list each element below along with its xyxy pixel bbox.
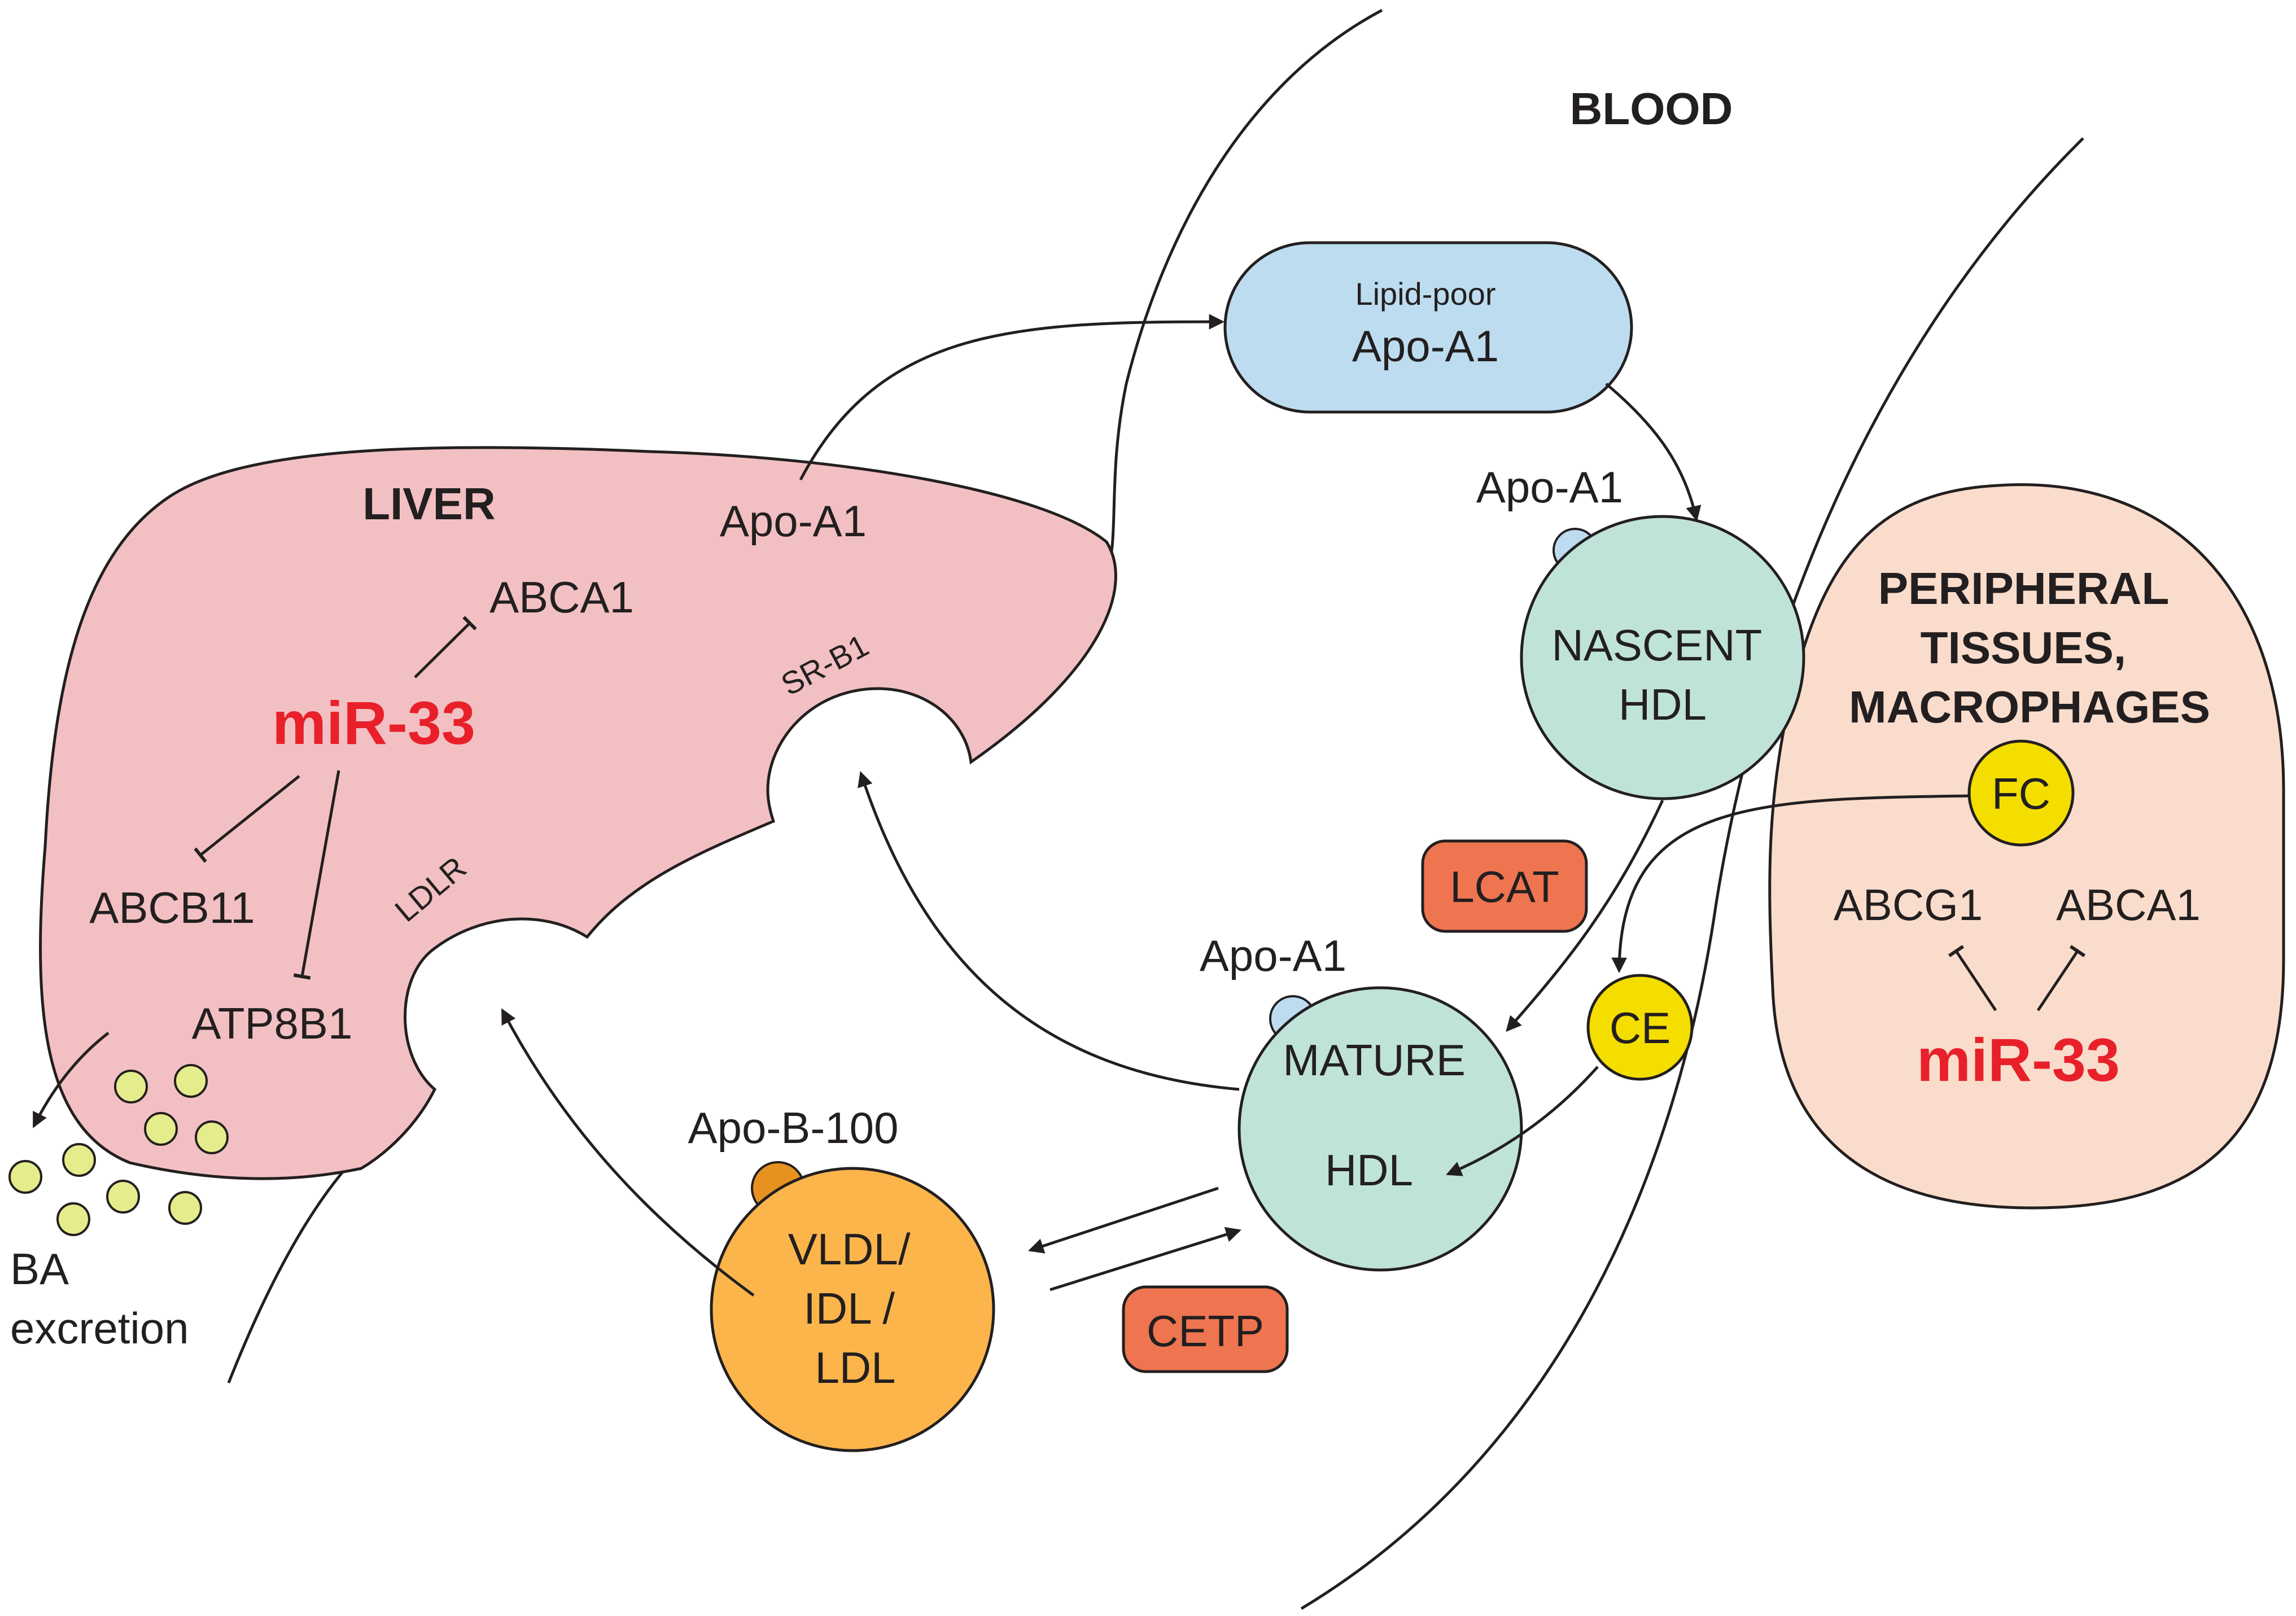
peripheral-label-line: TISSUES,	[1921, 623, 2127, 673]
abcg1-label: ABCG1	[1834, 880, 1983, 930]
arrow-lipid-poor-to-nascent-hdl	[1605, 383, 1702, 522]
lipid-poor-apo-a1-shape	[1223, 241, 1633, 414]
arrow-liver-apo-a1-to-lipid-poor	[799, 314, 1225, 481]
mature-hdl-label: MATURE HDL	[1283, 1035, 1477, 1195]
bile-acid-dot	[8, 1160, 42, 1194]
arrow-mature-hdl-to-vldl	[1028, 1186, 1219, 1254]
vldl-idl-ldl-shape	[710, 1167, 995, 1452]
peripheral-abca1-label: ABCA1	[2056, 880, 2201, 930]
cholesteryl-ester-shape	[1586, 974, 1694, 1081]
peripheral-label-line: PERIPHERAL	[1878, 563, 2168, 614]
vldl-line: LDL	[815, 1343, 895, 1392]
liver-apo-a1-label: Apo-A1	[720, 496, 867, 546]
apo-b100-label: Apo-B-100	[688, 1103, 899, 1153]
mature-apo-a1-label: Apo-A1	[1200, 931, 1346, 980]
cetp-enzyme-box	[1122, 1285, 1289, 1373]
inhibit-mir33-abca1-peripheral	[2036, 945, 2086, 1011]
bile-acid-dot	[56, 1202, 90, 1236]
blood-peripheral-boundary-line	[1300, 137, 2084, 1610]
vldl-line: IDL /	[803, 1284, 895, 1333]
liver-shape	[39, 446, 1117, 1180]
liver-blood-boundary-line	[1104, 8, 1383, 577]
blood-label: BLOOD	[1570, 84, 1733, 134]
bile-acid-dots	[8, 1064, 229, 1236]
nascent-hdl-shape	[1520, 515, 1805, 800]
nascent-apo-a1-label: Apo-A1	[1476, 462, 1623, 512]
liver-lower-boundary-line	[227, 1150, 362, 1383]
ba-excretion-line: excretion	[10, 1303, 189, 1353]
arrow-fc-to-ce	[1611, 794, 1971, 974]
inhibit-mir33-abcg1	[1948, 945, 1997, 1011]
mature-hdl-line: MATURE	[1283, 1035, 1466, 1085]
bile-acid-dot	[106, 1180, 140, 1214]
peripheral-mir33-label: miR-33	[1917, 1026, 2120, 1094]
lipid-poor-small-label: Lipid-poor	[1355, 276, 1495, 312]
free-cholesterol-shape	[1967, 739, 2075, 847]
liver-label: LIVER	[362, 479, 496, 529]
arrow-ba-excretion	[32, 1032, 110, 1128]
bile-acid-dot	[174, 1064, 208, 1098]
inhibit-mir33-abca1-liver	[414, 616, 477, 678]
arrow-nascent-to-mature-hdl	[1506, 799, 1664, 1032]
mature-hdl-shape	[1237, 986, 1523, 1272]
bile-acid-dot	[195, 1120, 229, 1154]
atp8b1-label: ATP8B1	[192, 998, 353, 1048]
peripheral-label: PERIPHERAL TISSUES, MACROPHAGES	[1849, 563, 2210, 732]
lcat-enzyme-box	[1421, 839, 1588, 933]
cetp-label: CETP	[1147, 1306, 1264, 1356]
bile-acid-dot	[168, 1191, 202, 1225]
fc-label: FC	[1992, 769, 2050, 818]
inhibit-mir33-atp8b1	[293, 770, 340, 980]
lcat-label: LCAT	[1450, 862, 1559, 912]
arrow-mature-hdl-to-sr-b1	[858, 771, 1240, 1091]
lipid-poor-apo-a1-label: Apo-A1	[1352, 321, 1499, 371]
bile-acid-dot	[62, 1143, 96, 1177]
abcb11-label: ABCB11	[89, 883, 255, 932]
inhibit-mir33-abcb11	[194, 775, 300, 863]
ba-excretion-line: BA	[10, 1244, 69, 1294]
mature-hdl-line: HDL	[1325, 1145, 1413, 1195]
liver-mir33-label: miR-33	[272, 689, 475, 757]
nascent-hdl-line: HDL	[1619, 680, 1707, 729]
vldl-line: VLDL/	[788, 1224, 911, 1274]
ce-label: CE	[1610, 1003, 1670, 1053]
nascent-hdl-line: NASCENT	[1552, 620, 1761, 670]
nascent-hdl-label: NASCENT HDL	[1552, 620, 1774, 729]
arrow-ce-to-mature-hdl	[1446, 1066, 1599, 1176]
bile-acid-dot	[114, 1070, 148, 1103]
liver-abca1-label: ABCA1	[489, 572, 634, 622]
vldl-label: VLDL/ IDL / LDL	[788, 1224, 922, 1392]
ba-excretion-label: BA excretion	[10, 1244, 189, 1353]
arrow-vldl-to-mature-hdl	[1049, 1227, 1241, 1291]
arrow-vldl-to-ldlr	[501, 1008, 755, 1297]
bile-acid-dot	[144, 1112, 178, 1146]
peripheral-label-line: MACROPHAGES	[1849, 682, 2210, 732]
